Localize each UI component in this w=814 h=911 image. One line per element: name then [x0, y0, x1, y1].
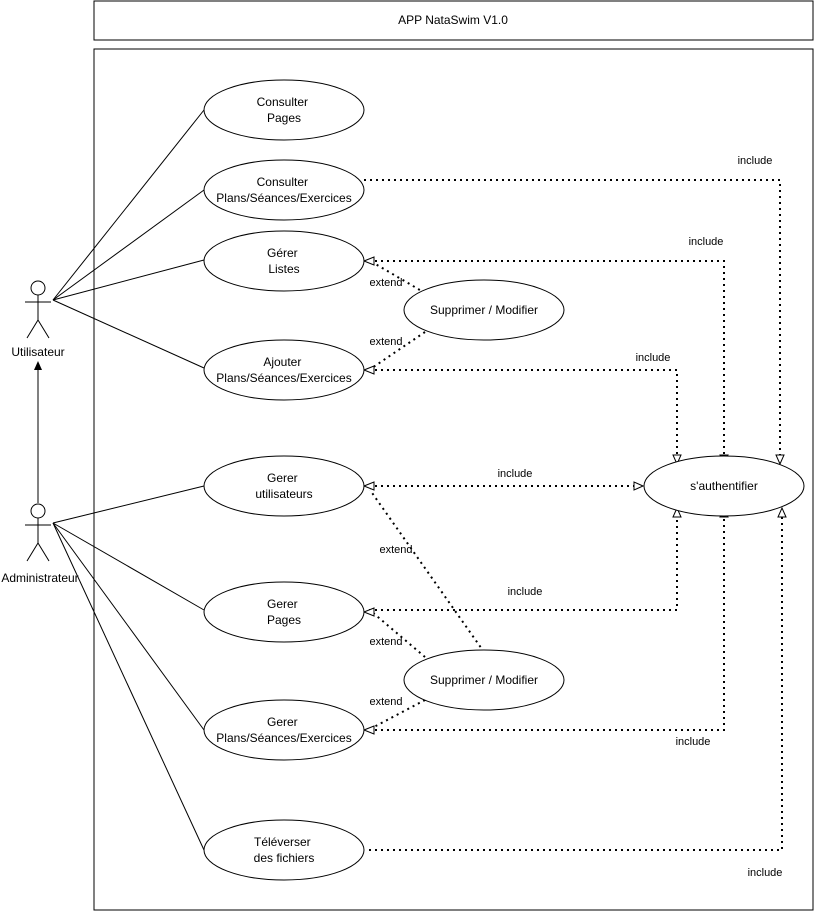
actor-head	[30, 503, 46, 519]
extend-sm1-gerer-listes	[371, 261, 426, 294]
include-label: include	[636, 352, 671, 364]
include-gerer-listes	[369, 260, 725, 456]
use-case-supprimer-modifier-2	[403, 649, 565, 711]
assoc-user-consulter-pages	[52, 109, 205, 301]
include-gerer-plans	[369, 516, 725, 731]
associations	[34, 109, 205, 851]
title-box	[93, 0, 814, 41]
actor-leg	[37, 319, 50, 339]
actor-utilisateur: Utilisateur	[11, 280, 65, 359]
use-case-label-consulter-plans: Consulter Plans/Séances/Exercices	[216, 175, 351, 205]
use-case-label-consulter-pages: Consulter Pages	[257, 95, 312, 125]
include-ajouter-plans	[369, 369, 678, 456]
extend-label: extend	[379, 544, 412, 556]
arrowhead	[672, 454, 682, 466]
relation-labels: include include extend extend include in…	[369, 155, 782, 879]
generalization-arrowhead	[34, 361, 42, 370]
assoc-admin-gerer-plans	[52, 522, 205, 731]
use-case-label-gerer-utilisateurs: Gerer utilisateurs	[255, 471, 312, 501]
include-consulter-plans	[364, 179, 781, 456]
actor-leg	[26, 542, 39, 562]
arrowhead	[775, 454, 785, 466]
use-case-label-supprimer-modifier-2: Supprimer / Modifier	[430, 673, 538, 687]
arrowhead	[633, 481, 645, 491]
arrowhead	[777, 506, 787, 518]
use-case-gerer-utilisateurs	[203, 455, 365, 517]
use-case-gerer-listes	[203, 230, 365, 292]
use-case-supprimer-modifier-1	[403, 279, 565, 341]
use-case-label-ajouter-plans: Ajouter Plans/Séances/Exercices	[216, 355, 351, 385]
actor-leg	[26, 319, 39, 339]
extend-sm2-gerer-plans	[371, 699, 426, 729]
arrowhead	[362, 256, 375, 266]
use-case-label-supprimer-modifier-1: Supprimer / Modifier	[430, 303, 538, 317]
dependencies	[364, 179, 783, 851]
actor-leg	[37, 542, 50, 562]
arrowhead	[362, 607, 375, 617]
include-label: include	[748, 867, 783, 879]
arrowhead	[672, 506, 682, 518]
assoc-admin-gerer-utilisateurs	[52, 485, 205, 524]
use-case-label-televerser: Téléverser des fichiers	[254, 835, 315, 865]
actor-label-utilisateur: Utilisateur	[11, 345, 64, 359]
use-case-label-authentifier: s'authentifier	[690, 479, 758, 493]
assoc-user-ajouter-plans	[52, 299, 205, 369]
use-case-ajouter-plans	[203, 339, 365, 401]
arrowhead	[362, 365, 375, 375]
assoc-admin-televerser	[52, 522, 205, 851]
actor-label-administrateur: Administrateur	[1, 571, 78, 585]
actor-head	[30, 280, 46, 296]
extend-label: extend	[369, 336, 402, 348]
use-case-gerer-plans	[203, 699, 365, 761]
use-cases: Consulter Pages Consulter Plans/Séances/…	[203, 79, 805, 881]
arrowhead	[362, 725, 375, 735]
use-case-gerer-pages	[203, 581, 365, 643]
assoc-admin-gerer-pages	[52, 522, 205, 611]
include-label: include	[689, 236, 724, 248]
include-label: include	[498, 468, 533, 480]
use-case-label-gerer-pages: Gerer Pages	[267, 597, 301, 627]
include-gerer-pages	[369, 516, 678, 611]
use-case-label-gerer-listes: Gérer Listes	[267, 246, 301, 276]
use-case-televerser	[203, 819, 365, 881]
arrowhead	[362, 481, 375, 491]
use-case-authentifier	[643, 455, 805, 517]
include-label: include	[676, 736, 711, 748]
actor-administrateur: Administrateur	[1, 503, 79, 585]
assoc-user-consulter-plans	[52, 189, 205, 301]
extend-label: extend	[369, 636, 402, 648]
use-case-consulter-plans	[203, 159, 365, 221]
use-case-consulter-pages	[203, 79, 365, 141]
use-case-label-gerer-plans: Gerer Plans/Séances/Exercices	[216, 715, 351, 745]
extend-label: extend	[369, 277, 402, 289]
include-label: include	[508, 586, 543, 598]
diagram-title: APP NataSwim V1.0	[398, 13, 508, 27]
include-label: include	[738, 155, 773, 167]
extend-label: extend	[369, 696, 402, 708]
assoc-user-gerer-listes	[52, 259, 205, 301]
